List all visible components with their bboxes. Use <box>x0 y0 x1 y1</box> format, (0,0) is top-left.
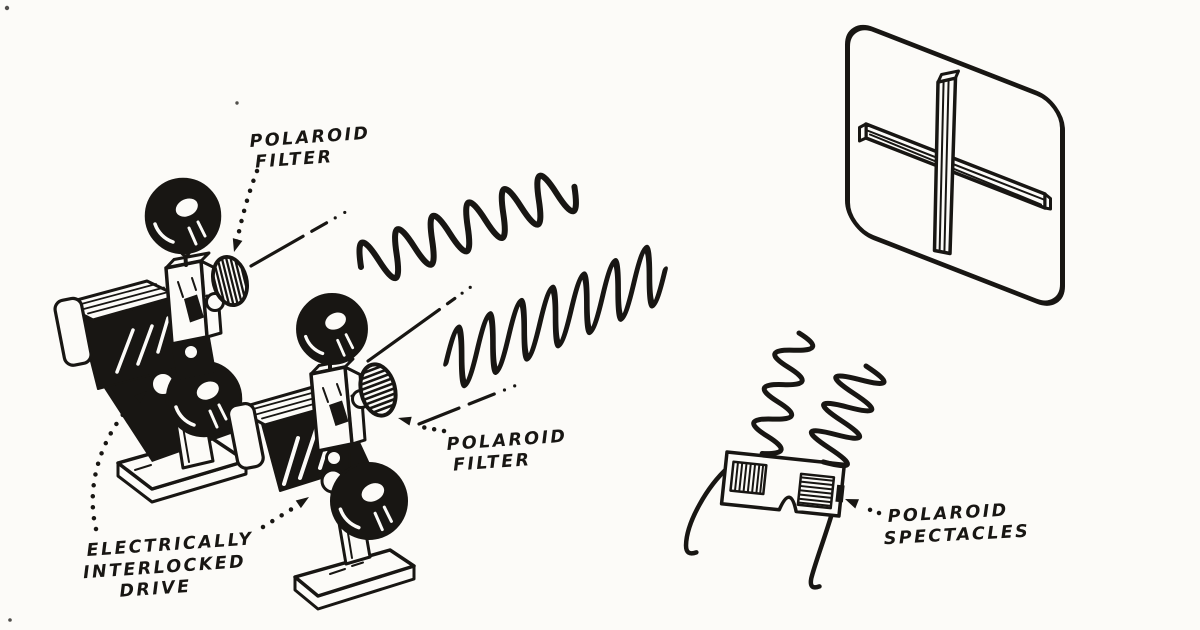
film-reel-upper-right <box>295 292 369 366</box>
spectacles-temple-right <box>808 505 837 590</box>
arrowhead-spectacles <box>845 499 859 509</box>
projector-left-drive-motor <box>53 279 182 390</box>
label-electrically-interlocked-drive: ELECTRICALLY INTERLOCKED DRIVE <box>83 529 255 602</box>
film-reel-lower-right <box>329 461 409 541</box>
film-reel-upper-left <box>144 177 222 255</box>
arrowhead-drive-left <box>134 391 147 403</box>
polaroid-filter-left <box>208 253 252 309</box>
label-text: POLAROID <box>249 124 371 152</box>
label-text: POLAROID <box>446 427 568 455</box>
label-polaroid-spectacles: POLAROID SPECTACLES <box>883 501 1030 550</box>
projector-left-body <box>164 251 223 346</box>
stereoscopic-cross <box>858 69 1052 256</box>
spectacles-incoming-wave-left <box>751 330 816 457</box>
label-text: DRIVE <box>119 577 192 602</box>
leader-lines <box>90 168 882 532</box>
label-polaroid-filter-front: POLAROID FILTER <box>446 427 568 476</box>
spectacles-lens-right-horizontal <box>796 472 836 510</box>
spectacles-temple-left <box>683 464 731 556</box>
spectacles-hinge <box>835 484 845 503</box>
label-text: FILTER <box>254 147 334 172</box>
arrowhead-filter-left <box>232 238 243 252</box>
projection-screen <box>845 25 1065 306</box>
polaroid-spectacles <box>683 450 847 590</box>
scan-specks <box>4 5 239 622</box>
projector-left <box>53 177 252 504</box>
arrowhead-drive-right <box>295 497 309 509</box>
label-text: FILTER <box>452 450 532 475</box>
annotations: POLAROID FILTER POLAROID FILTER ELECTRIC… <box>83 124 1031 602</box>
polaroid-filter-right <box>356 360 400 420</box>
label-polaroid-filter-top: POLAROID FILTER <box>249 124 371 173</box>
arrowhead-filter-right <box>398 416 412 426</box>
light-wave-diagonal-polarized <box>443 244 668 389</box>
spectacles-lens-left-vertical <box>729 460 768 496</box>
light-ray-lines <box>249 184 534 426</box>
light-wave-vertical-polarized <box>356 172 579 282</box>
spectacles-incoming-wave-right <box>808 363 887 469</box>
projector-right <box>226 292 416 611</box>
